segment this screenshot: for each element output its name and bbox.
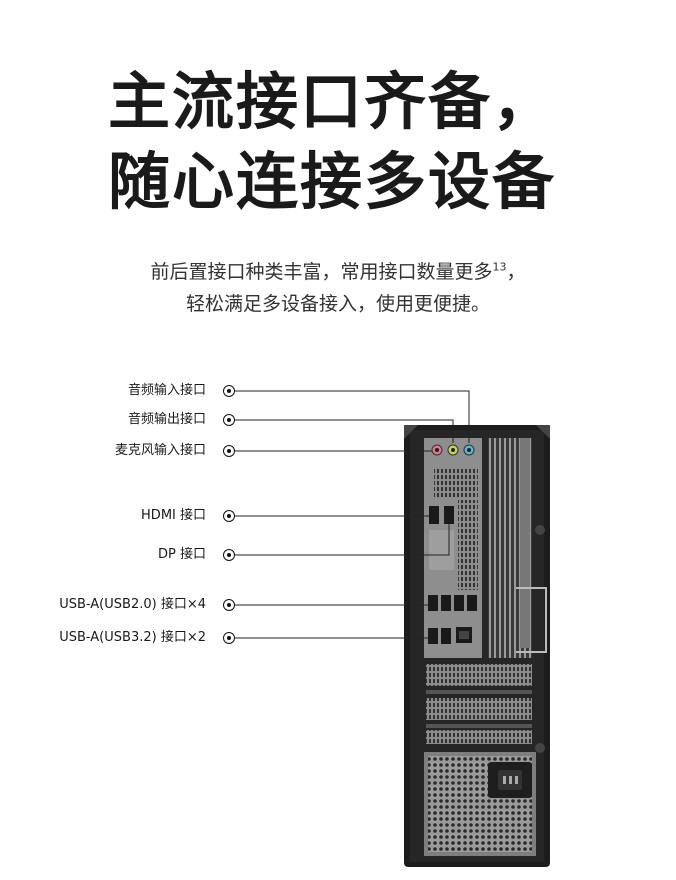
leader-lines xyxy=(235,390,470,639)
usb3-port-2 xyxy=(441,628,451,644)
leader-audio-out xyxy=(235,419,454,443)
usb2-port-4 xyxy=(467,595,477,611)
marker-dot-dp xyxy=(223,549,235,561)
hdmi-port xyxy=(429,506,439,524)
marker-dot-hdmi xyxy=(223,510,235,522)
io-panel-blank xyxy=(429,530,454,570)
marker-dot-audio-out xyxy=(223,414,235,426)
usb2-port-3 xyxy=(454,595,464,611)
dp-port xyxy=(444,506,454,524)
usb3-port-1 xyxy=(428,628,438,644)
vent-frame xyxy=(520,438,530,648)
port-label-mic-in: 麦克风输入接口 xyxy=(114,443,206,458)
headline-line-2: 随心连接多设备 xyxy=(108,145,557,218)
expansion-slot-3 xyxy=(426,730,532,744)
subtitle-line-2: 轻松满足多设备接入，使用更便捷。 xyxy=(185,293,490,315)
case-corner-right xyxy=(536,425,550,439)
io-vent-2 xyxy=(458,500,478,590)
subtitle-line-1-text: 前后置接口种类丰富，常用接口数量更多 xyxy=(150,261,493,283)
thumb-screw-2 xyxy=(535,743,545,753)
thumb-screw-1 xyxy=(535,525,545,535)
port-label-dp: DP 接口 xyxy=(158,547,206,562)
leader-dp xyxy=(235,524,450,556)
expansion-slot-2 xyxy=(426,698,532,720)
port-label-usb2: USB-A(USB2.0) 接口×4 xyxy=(59,597,206,612)
marker-dot-audio-in xyxy=(223,385,235,397)
expansion-slot-1 xyxy=(426,664,532,686)
leader-audio-in xyxy=(235,390,470,443)
usb2-port-2 xyxy=(441,595,451,611)
headline-line-1: 主流接口齐备， xyxy=(108,65,557,138)
io-vent xyxy=(434,468,478,498)
marker-dot-usb3 xyxy=(223,632,235,644)
usb2-port-1 xyxy=(428,595,438,611)
case-corner-left xyxy=(404,425,418,439)
headline: 主流接口齐备， 随心连接多设备 xyxy=(108,62,556,222)
port-label-audio-in: 音频输入接口 xyxy=(127,383,206,398)
case-handle xyxy=(516,587,547,653)
footnote-marker: 13 xyxy=(492,260,507,274)
port-label-audio-out: 音频输出接口 xyxy=(127,412,206,427)
subtitle: 前后置接口种类丰富，常用接口数量更多13， 轻松满足多设备接入，使用更便捷。 xyxy=(0,256,676,320)
port-label-hdmi: HDMI 接口 xyxy=(141,508,206,523)
port-label-usb3: USB-A(USB3.2) 接口×2 xyxy=(59,630,206,645)
subtitle-line-1-end: ， xyxy=(506,261,526,283)
marker-dot-mic-in xyxy=(223,445,235,457)
subtitle-line-1: 前后置接口种类丰富，常用接口数量更多13， xyxy=(0,256,676,288)
marker-dot-usb2 xyxy=(223,599,235,611)
